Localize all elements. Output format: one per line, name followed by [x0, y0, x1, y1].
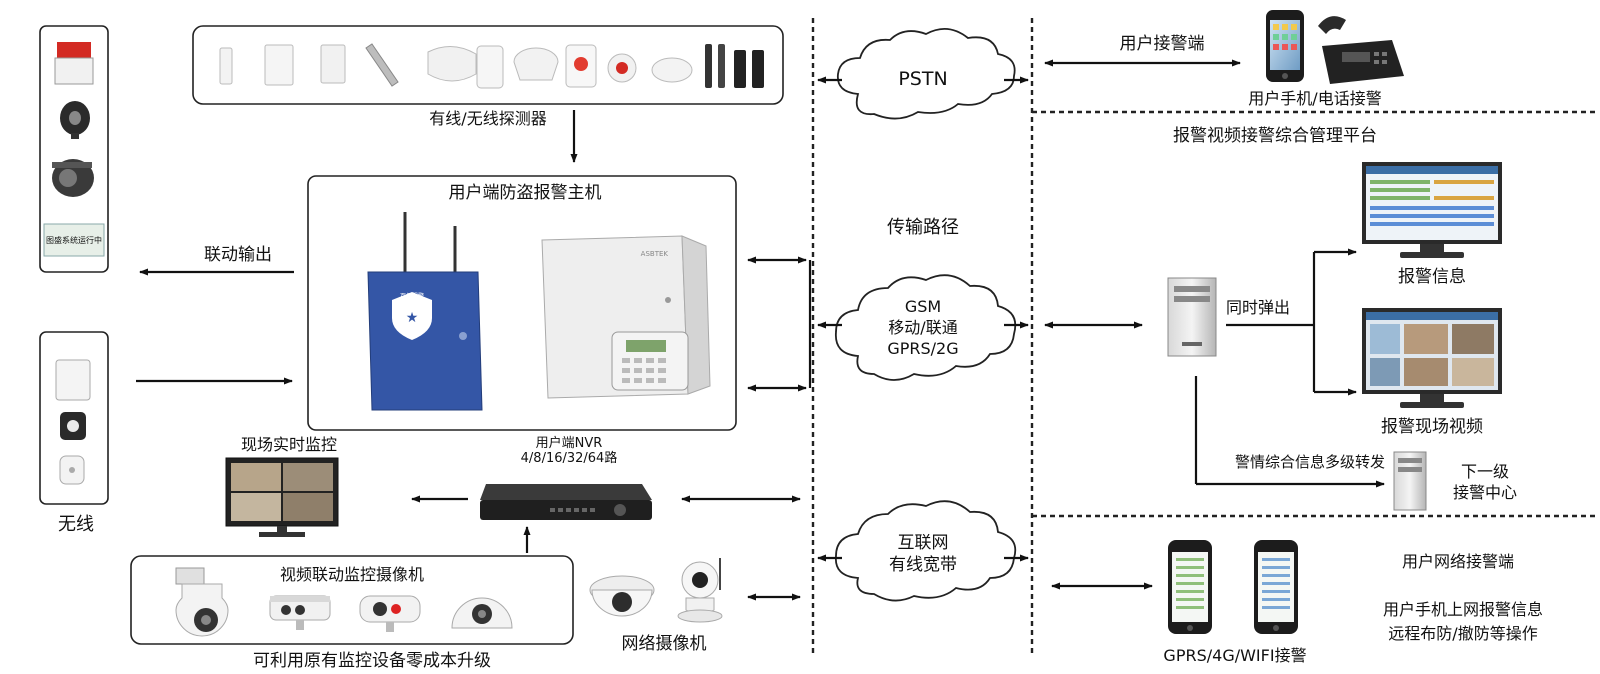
speed-dome-camera-icon — [175, 567, 229, 637]
magnetic-sensor-icon — [320, 44, 346, 84]
alarm-video-monitor-icon — [1362, 308, 1502, 408]
mobile-phone-left-icon — [1168, 540, 1212, 634]
curtain-detector-icon — [513, 47, 559, 81]
lower-center-label: 接警中心 — [1453, 483, 1517, 502]
wifi-camera-icon — [677, 558, 723, 623]
internet-label: 互联网 — [898, 533, 949, 553]
wireless-detector-icon — [55, 359, 91, 401]
network-camera-label: 网络摄像机 — [622, 634, 707, 654]
forward-label: 警情综合信息多级转发 — [1235, 453, 1385, 471]
management-platform-group: 报警视频接警综合管理平台 同时弹出 报警信息 — [1044, 126, 1517, 511]
horn-speaker-icon — [60, 101, 90, 139]
keypad-icon — [611, 331, 689, 391]
gsm-carrier-label: 移动/联通 — [888, 318, 957, 337]
pstn-cloud: PSTN — [836, 28, 1016, 120]
realtime-monitor-group: 现场实时监控 — [225, 435, 339, 537]
user-receiver-group: 用户接警端 用户手机/电话接警 — [1044, 10, 1404, 108]
alarm-host-panel: 用户端防盗报警主机 ★ 百保报警 ASBTEK — [307, 175, 737, 431]
lower-level-label: 下一级 — [1461, 462, 1509, 481]
lower-center-server-icon — [1393, 451, 1427, 511]
user-receiver-label: 用户接警端 — [1120, 34, 1205, 54]
mobile-phone-right-icon — [1254, 540, 1298, 634]
detectors-label: 有线/无线探测器 — [429, 109, 546, 128]
linkage-devices-panel: 图盛系统运行中 — [39, 25, 109, 273]
net-receiver-label: 用户网络接警端 — [1402, 552, 1514, 571]
upgrade-label: 可利用原有监控设备零成本升级 — [253, 651, 491, 671]
wireless-sensor-icon — [264, 44, 294, 86]
alarm-sign-text: 图盛系统运行中 — [46, 235, 102, 245]
wireless-doorbell-icon — [60, 412, 86, 440]
detectors-panel: 有线/无线探测器 — [192, 25, 784, 128]
broadband-label: 有线宽带 — [889, 555, 957, 575]
transmission-label: 传输路径 — [887, 217, 959, 238]
pir-detector-icon — [427, 46, 477, 82]
gsm-cloud: GSM 移动/联通 GPRS/2G — [835, 274, 1017, 381]
nvr-recorder-icon — [480, 484, 652, 520]
net-desc-line1: 用户手机上网报警信息 — [1383, 600, 1543, 619]
strobe-siren-icon — [54, 42, 94, 85]
smoke-alarm-red-icon — [607, 53, 637, 83]
popup-label: 同时弹出 — [1226, 298, 1290, 317]
gsm-label: GSM — [905, 297, 941, 316]
video-cameras-label: 视频联动监控摄像机 — [280, 565, 424, 584]
alarm-display-sign: 图盛系统运行中 — [43, 223, 105, 257]
door-contact-icon — [219, 47, 233, 85]
wireless-remote-icon — [59, 455, 85, 485]
transmission-center: 传输路径 PSTN GSM 移动/联通 GPRS/2G 互联网 有线宽带 — [817, 28, 1029, 602]
net-desc-line2: 远程布防/撤防等操作 — [1388, 624, 1537, 643]
smartphone-icon — [1266, 10, 1304, 82]
monitor-display-icon — [225, 457, 339, 537]
platform-label: 报警视频接警综合管理平台 — [1173, 126, 1377, 146]
cabinet-brand-text: ASBTEK — [641, 250, 669, 258]
vibration-sensor-icon — [365, 43, 399, 87]
linkage-devices-box — [39, 25, 109, 273]
host-label: 用户端防盗报警主机 — [449, 183, 602, 203]
host-badge-text: 百保报警 — [400, 292, 424, 300]
alarm-video-label: 报警现场视频 — [1381, 417, 1483, 437]
server-tower-icon — [1167, 277, 1217, 357]
linkage-output-label: 联动输出 — [204, 245, 272, 265]
siren-horn-icon — [52, 159, 94, 197]
infrared-beam-icon — [705, 44, 764, 88]
pstn-label: PSTN — [898, 68, 947, 90]
gas-detector-icon — [565, 44, 597, 88]
divider-lines — [811, 18, 1595, 655]
internet-cloud: 互联网 有线宽带 — [835, 500, 1017, 602]
svg-text:★: ★ — [406, 310, 419, 326]
desk-phone-icon — [1318, 16, 1404, 84]
nvr-channels-label: 4/8/16/32/64路 — [521, 450, 618, 466]
video-cameras-panel: 视频联动监控摄像机 — [130, 555, 574, 645]
alarm-info-label: 报警信息 — [1398, 267, 1466, 287]
left-transmission-arrows — [681, 256, 812, 601]
bullet-camera-icon — [269, 595, 331, 630]
user-phone-label: 用户手机/电话接警 — [1248, 89, 1381, 108]
network-receiver-group: GPRS/4G/WIFI接警 用户网络接警端 用户手机上网报警信息 远程布防/撤… — [1051, 540, 1543, 665]
gprs-label: GPRS/2G — [887, 339, 958, 358]
network-camera-group: 网络摄像机 — [589, 558, 723, 654]
nvr-title-label: 用户端NVR — [536, 435, 603, 451]
alarm-info-monitor-icon — [1362, 162, 1502, 258]
array-camera-icon — [359, 595, 421, 632]
wireless-label: 无线 — [58, 514, 94, 535]
mobile-receive-label: GPRS/4G/WIFI接警 — [1163, 646, 1306, 665]
realtime-monitor-label: 现场实时监控 — [241, 435, 337, 454]
network-dome-camera-icon — [589, 575, 655, 617]
dome-camera-icon — [451, 597, 513, 629]
gsm-alarm-host-icon: ★ 百保报警 — [367, 212, 483, 411]
pir-sensor-icon — [476, 45, 504, 89]
smoke-detector-icon — [651, 57, 693, 83]
nvr-group: 用户端NVR 4/8/16/32/64路 — [480, 435, 652, 520]
wireless-devices-panel: 无线 — [39, 331, 109, 535]
